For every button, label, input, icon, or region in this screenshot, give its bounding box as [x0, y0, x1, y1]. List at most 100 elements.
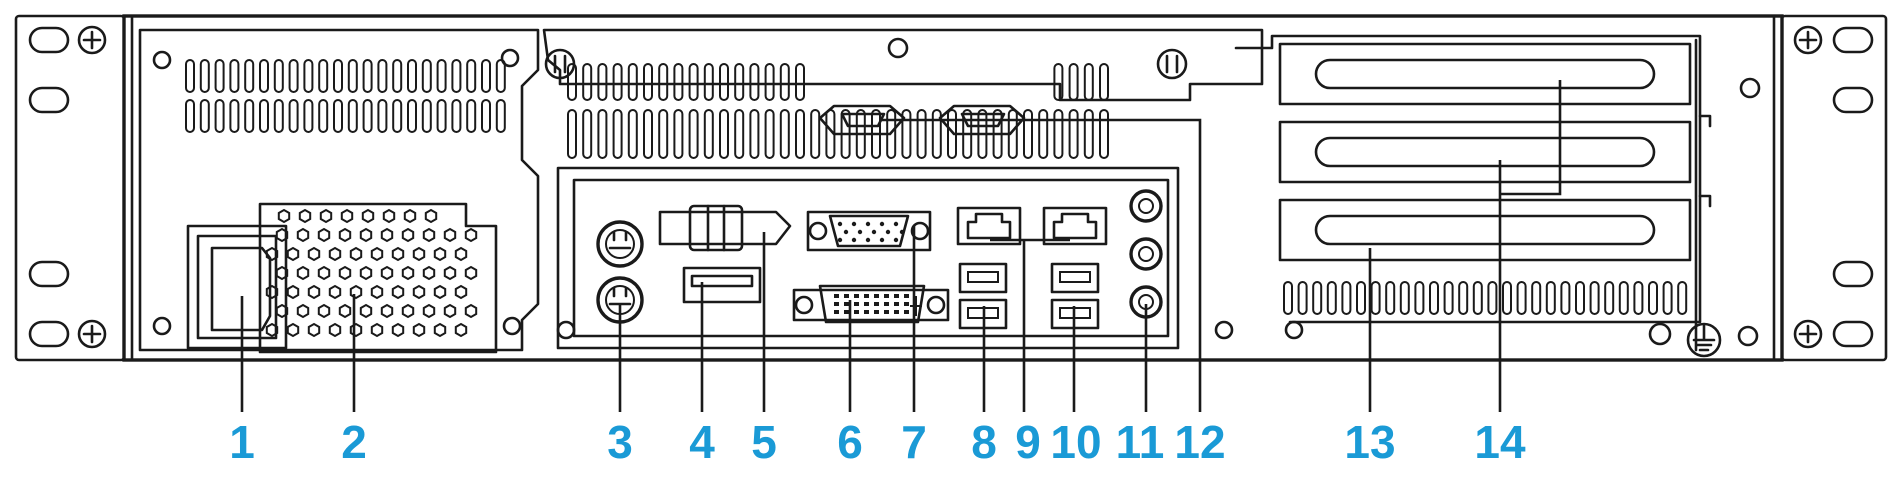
grille-hole — [422, 227, 436, 243]
vent-slot — [931, 109, 942, 159]
grille-hole — [307, 246, 321, 262]
grille-hole — [338, 303, 352, 319]
callout-14: 14 — [1474, 416, 1526, 468]
grille-hole — [412, 322, 426, 338]
ps2-port-icon — [596, 276, 644, 324]
grille-hole — [443, 227, 457, 243]
vent-slot — [1516, 281, 1527, 315]
power-inlet — [186, 224, 288, 350]
vent-slot — [436, 59, 447, 93]
usb-port-icon — [958, 262, 1008, 294]
vent-slot — [451, 59, 462, 93]
vent-slot — [1414, 281, 1425, 315]
grille-hole — [317, 265, 331, 281]
vent-slot — [1545, 281, 1556, 315]
vent-slot — [407, 59, 417, 93]
rack-screw-icon — [1793, 319, 1823, 349]
vent-slot — [734, 63, 745, 101]
grille-hole — [286, 322, 300, 338]
vent-slot — [810, 109, 821, 159]
grille-hole — [349, 284, 363, 300]
vent-slot — [451, 99, 462, 133]
expansion-slot — [1314, 214, 1656, 246]
grille-hole — [391, 284, 405, 300]
grille-hole — [401, 303, 415, 319]
vent-slot — [734, 109, 745, 159]
psu-vent-slots — [185, 59, 506, 133]
vent-slot — [567, 63, 577, 101]
vent-slot — [658, 109, 669, 159]
grille-hole — [328, 284, 342, 300]
grille-hole — [380, 227, 394, 243]
vent-slot — [214, 99, 225, 133]
grille-hole — [422, 265, 436, 281]
vent-slot — [1053, 109, 1064, 159]
vent-slot — [612, 109, 623, 159]
vent-slot — [703, 63, 714, 101]
slot-vent-slots — [1283, 281, 1688, 315]
io-vent-slots — [567, 63, 1109, 159]
callout-4: 4 — [689, 416, 715, 468]
grille-hole — [328, 246, 342, 262]
vent-slot — [749, 109, 760, 159]
grille-hole — [401, 227, 415, 243]
vent-slot — [185, 59, 195, 93]
vent-slot — [347, 99, 358, 133]
vent-slot — [1326, 281, 1337, 315]
vent-slot — [392, 99, 403, 133]
callout-11: 11 — [1116, 416, 1165, 468]
grille-hole — [412, 246, 426, 262]
grille-hole — [277, 208, 291, 224]
grille-hole — [307, 284, 321, 300]
vent-slot — [421, 59, 432, 93]
vent-slot — [1356, 281, 1366, 315]
vent-slot — [673, 109, 684, 159]
vent-slot — [643, 109, 653, 159]
vent-slot — [1648, 281, 1658, 315]
grille-hole — [296, 303, 310, 319]
grille-hole — [422, 303, 436, 319]
grille-hole — [361, 208, 375, 224]
usb-port-icon — [1050, 262, 1100, 294]
vent-slot — [1472, 281, 1483, 315]
lan-port-icon — [956, 206, 1022, 246]
grille-hole — [454, 246, 468, 262]
vent-slot — [288, 99, 299, 133]
vent-slot — [1531, 281, 1542, 315]
grille-hole — [359, 303, 373, 319]
callout-1: 1 — [229, 416, 255, 468]
grille-hole — [317, 227, 331, 243]
grille-hole — [359, 265, 373, 281]
callout-10: 10 — [1050, 416, 1101, 468]
serial-port-icon — [938, 104, 1026, 136]
vent-slot — [1458, 281, 1469, 315]
vent-slot — [259, 59, 269, 93]
callout-6: 6 — [837, 416, 863, 468]
vent-slot — [273, 99, 284, 133]
vent-slot — [916, 109, 927, 159]
vent-slot — [466, 59, 477, 93]
vent-slot — [764, 63, 775, 101]
io-region — [542, 28, 1304, 350]
vent-slot — [567, 109, 577, 159]
vent-slot — [1083, 109, 1094, 159]
vent-slot — [244, 59, 255, 93]
vent-slot — [779, 63, 790, 101]
vent-slot — [1399, 281, 1410, 315]
vent-slot — [229, 59, 240, 93]
vent-slot — [703, 109, 714, 159]
vent-slot — [1429, 281, 1439, 315]
vent-slot — [436, 99, 447, 133]
thumbscrew-icon — [1156, 48, 1188, 80]
audio-jack-icon — [1129, 189, 1163, 223]
vent-slot — [779, 109, 790, 159]
rack-screw-icon — [77, 25, 107, 55]
rack-screw-icon — [1793, 25, 1823, 55]
video-port-icon — [658, 204, 792, 252]
ps2-port-icon — [596, 220, 644, 268]
chassis-outline — [122, 14, 1784, 362]
vent-slot — [1589, 281, 1600, 315]
grille-hole — [296, 227, 310, 243]
expansion-slot — [1314, 58, 1656, 90]
vent-slot — [1283, 281, 1293, 315]
